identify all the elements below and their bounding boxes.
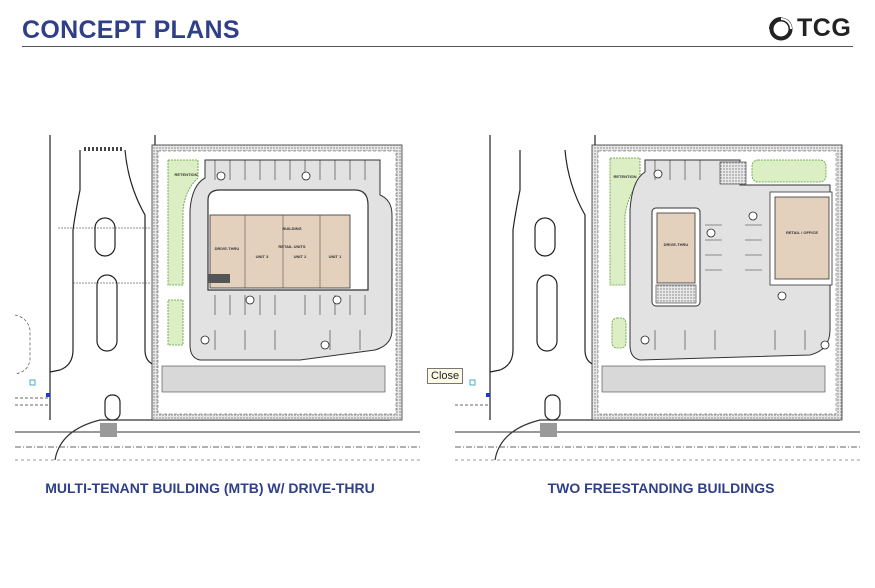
patio bbox=[655, 284, 697, 304]
marker-icon bbox=[469, 379, 476, 386]
unit-1-label: UNIT 1 bbox=[329, 254, 342, 259]
unit-dividers bbox=[244, 215, 321, 288]
marker-icon bbox=[29, 379, 36, 386]
retail-units-label: RETAIL UNITS bbox=[278, 244, 306, 249]
landscape-islands-right bbox=[640, 169, 830, 350]
site-plan-two-buildings: RETENTION DRIVE-THRU RETAIL / OFFICE bbox=[455, 135, 860, 461]
site-plan-mtb: RETENTION BUILDING RETAIL UNITS DRIVE-TH… bbox=[14, 135, 420, 461]
close-tooltip[interactable]: Close bbox=[427, 368, 464, 384]
trash-enclosure bbox=[208, 274, 230, 283]
retention-area-south bbox=[167, 299, 184, 346]
access-drive-right bbox=[489, 135, 596, 421]
building-retail-office bbox=[774, 196, 830, 280]
parking-stalls-right bbox=[654, 160, 806, 350]
point-marker bbox=[486, 393, 490, 397]
tcg-logo: TCG bbox=[768, 14, 851, 43]
retail-office-label: RETAIL / OFFICE bbox=[786, 230, 818, 235]
drive-thru-label: DRIVE-THRU bbox=[215, 246, 240, 251]
landscape-buffer-right bbox=[601, 365, 826, 393]
crosswalk-marker bbox=[540, 423, 557, 437]
retention-label: RETENTION bbox=[613, 174, 636, 179]
access-drive bbox=[49, 135, 156, 421]
street-right bbox=[455, 404, 860, 461]
retention-label: RETENTION bbox=[174, 172, 197, 177]
caption-mtb: MULTI-TENANT BUILDING (MTB) W/ DRIVE-THR… bbox=[45, 480, 375, 496]
logo-text: TCG bbox=[797, 14, 852, 42]
drive-thru-label: DRIVE-THRU bbox=[664, 242, 689, 247]
crosswalk-marker bbox=[100, 423, 117, 437]
building-drive-thru bbox=[656, 212, 696, 284]
unit-2-label: UNIT 2 bbox=[294, 254, 307, 259]
dumpster-enclosure bbox=[719, 161, 747, 185]
landscape-islands bbox=[200, 171, 342, 350]
logo-circle-icon bbox=[769, 16, 793, 40]
crosswalk bbox=[84, 147, 124, 151]
retention-area bbox=[167, 159, 199, 286]
unit-3-label: UNIT 3 bbox=[256, 254, 269, 259]
building-label: BUILDING bbox=[282, 226, 301, 231]
caption-two-buildings: TWO FREESTANDING BUILDINGS bbox=[547, 480, 775, 496]
page-title: CONCEPT PLANS bbox=[22, 16, 240, 44]
street bbox=[14, 314, 420, 461]
title-divider bbox=[22, 46, 853, 47]
parking-stalls bbox=[214, 160, 366, 350]
building-mtb bbox=[209, 214, 351, 289]
retention-area-north bbox=[751, 159, 827, 183]
point-marker bbox=[46, 393, 50, 397]
retention-area-south bbox=[611, 317, 627, 349]
landscape-buffer bbox=[161, 365, 386, 393]
